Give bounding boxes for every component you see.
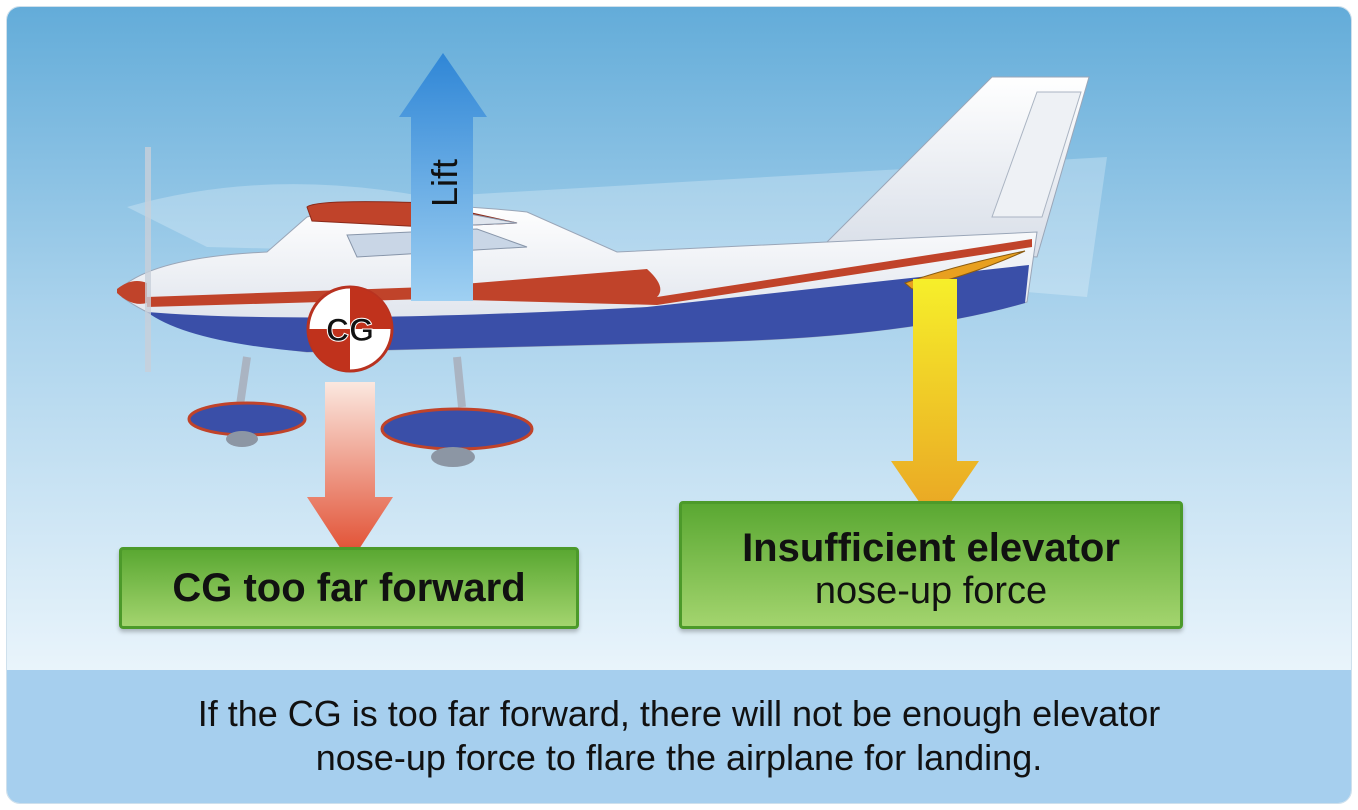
cg-weight-arrow	[307, 382, 393, 563]
lift-arrow	[399, 53, 487, 301]
spinner	[117, 281, 147, 304]
airplane-illustration: Lift CG	[117, 53, 1107, 563]
elevator-box-title: Insufficient elevator	[742, 526, 1120, 570]
caption-line-2: nose-up force to flare the airplane for …	[315, 737, 1043, 778]
cg-label: CG	[326, 312, 374, 348]
lift-label: Lift	[424, 159, 465, 207]
nose-wheel-fairing	[187, 401, 307, 437]
cg-too-far-forward-box: CG too far forward	[119, 547, 579, 629]
diagram-frame: Lift CG CG too far forward Insufficient …	[6, 6, 1352, 804]
caption-band: If the CG is too far forward, there will…	[7, 670, 1351, 803]
nose-wheel	[226, 431, 258, 447]
main-wheel-fairing	[380, 407, 534, 451]
propeller	[145, 147, 151, 372]
elevator-force-arrow	[891, 279, 979, 525]
insufficient-elevator-box: Insufficient elevator nose-up force	[679, 501, 1183, 629]
elevator-box-subtitle: nose-up force	[814, 570, 1048, 612]
main-wheel	[431, 447, 475, 467]
cg-symbol: CG	[306, 285, 394, 373]
rudder	[991, 91, 1082, 218]
caption-line-1: If the CG is too far forward, there will…	[197, 693, 1161, 734]
cg-box-label: CG too far forward	[172, 566, 526, 610]
